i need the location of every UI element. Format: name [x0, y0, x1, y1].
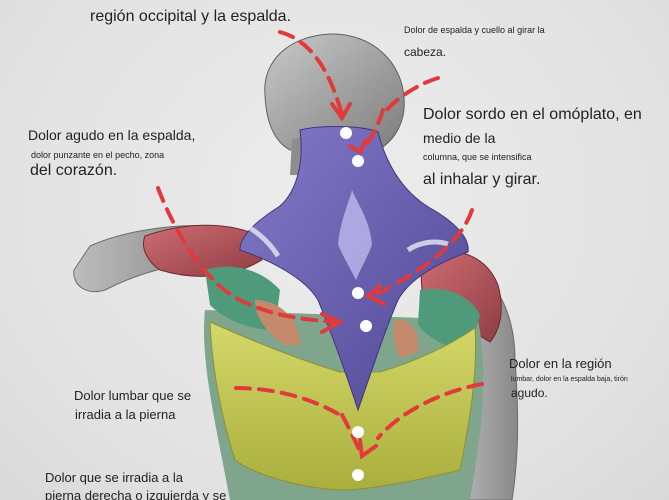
label-top: región occipital y la espalda.	[90, 8, 292, 25]
label-radiating-line1: Dolor que se irradia a la	[45, 470, 184, 485]
label-heart-line1: Dolor agudo en la espalda,	[28, 127, 196, 143]
rhomboid-right	[393, 319, 419, 358]
label-lumbar-line1: Dolor en la región	[509, 356, 612, 371]
label-shoulder-line1: Dolor sordo en el omóplato, en	[423, 106, 642, 123]
label-neck-line1: Dolor de espalda y cuello al girar la	[404, 25, 545, 35]
label-shoulder-line3: columna, que se intensifica	[423, 152, 532, 162]
label-shoulder-line2: medio de la	[423, 130, 496, 146]
label-shoulder-line4: al inhalar y girar.	[423, 171, 541, 188]
label-radiating-line2: pierna derecha o izquierda y se	[45, 488, 227, 500]
scapula-left-edge	[238, 219, 281, 258]
label-lumbar-line3: agudo.	[511, 386, 548, 400]
label-neck-line2: cabeza.	[404, 45, 447, 59]
label-lumbar-line2: lumbar, dolor en la espalda baja, tirón	[511, 376, 628, 383]
label-heart-line3: del corazón.	[30, 162, 118, 179]
marker-t4	[352, 287, 364, 299]
spine-markers	[340, 127, 372, 481]
label-heart-line2: dolor punzante en el pecho, zona	[31, 150, 165, 160]
marker-l1	[352, 426, 364, 438]
marker-c1	[340, 127, 352, 139]
marker-l5	[352, 469, 364, 481]
scapula-right-edge	[406, 239, 449, 253]
pain-arrows	[156, 30, 484, 454]
marker-t8	[360, 320, 372, 332]
pain-arrowheads	[320, 102, 386, 460]
label-lumbar-leg-line2: irradia a la pierna	[75, 407, 176, 422]
marker-c7	[352, 155, 364, 167]
label-lumbar-leg-line1: Dolor lumbar que se	[74, 388, 192, 403]
spine-highlight	[338, 190, 372, 280]
latissimus-dorsi	[209, 321, 477, 491]
